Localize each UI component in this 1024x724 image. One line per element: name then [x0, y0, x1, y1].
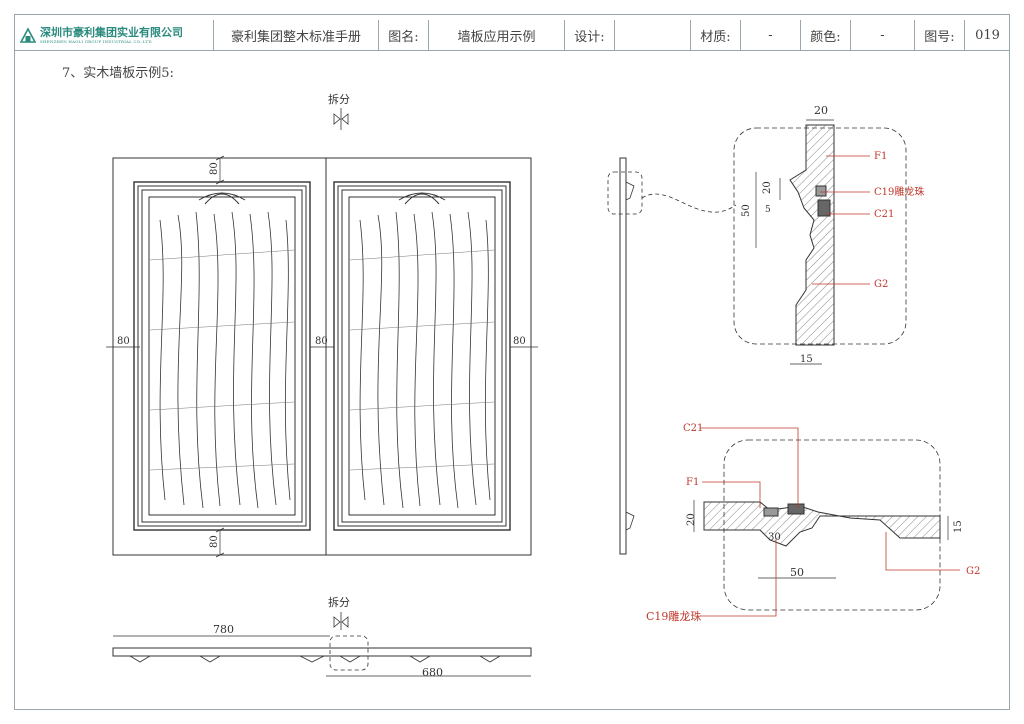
detail-v-dim-50: 50: [741, 204, 752, 217]
side-detail-callout: [607, 171, 643, 215]
split-marker-top: [333, 113, 349, 125]
dim-width-680: 680: [422, 666, 443, 679]
drawing-name-label: 图名:: [379, 20, 429, 50]
detail-vertical-leaders: [812, 155, 870, 285]
dim-top-80: 80: [209, 162, 220, 175]
detail-h-dim-15: 15: [953, 520, 964, 533]
wall-panel-outline: [112, 157, 532, 556]
detail-h-label-c21: C21: [683, 423, 703, 434]
wood-grain-left: [159, 211, 291, 509]
detail-horizontal-leaders: [700, 427, 960, 617]
company-name-en: SHENZHEN HAOLI GROUP INDUSTRIAL CO.,LTD: [40, 38, 152, 44]
dim-right-80: 80: [513, 336, 526, 347]
dim-left-80: 80: [117, 336, 130, 347]
detail-v-dim-20-top: 20: [814, 104, 828, 117]
detail-v-dim-5: 5: [765, 205, 771, 215]
drawing-sheet-border: [14, 14, 1010, 710]
section-subtitle: 7、实木墙板示例5:: [62, 66, 174, 81]
color-value: -: [851, 20, 915, 50]
company-name: 深圳市豪利集团实业有限公司: [40, 25, 183, 39]
detail-v-dim-15: 15: [800, 354, 813, 365]
detail-h-label-g2: G2: [966, 566, 980, 577]
number-label: 图号:: [915, 20, 965, 50]
detail-h-dim-50: 50: [790, 566, 804, 579]
carved-ornament-right: [404, 193, 440, 205]
plan-view: [112, 612, 532, 677]
side-section: [607, 157, 737, 555]
manual-title: 豪利集团整木标准手册: [214, 20, 379, 50]
dim-middle-80: 80: [315, 336, 328, 347]
detail-h-dim-30: 30: [768, 532, 781, 543]
title-block: 深圳市豪利集团实业有限公司 SHENZHEN HAOLI GROUP INDUS…: [14, 20, 1010, 50]
left-panel: [133, 181, 311, 531]
detail-h-dim-20: 20: [686, 513, 697, 526]
plan-detail-callout: [329, 635, 369, 671]
design-value: [615, 20, 691, 50]
split-label-bottom: 拆分: [328, 595, 350, 609]
detail-h-label-c19: C19雕龙珠: [646, 609, 701, 623]
detail-v-label-c21: C21: [874, 209, 894, 220]
number-value: 019: [975, 27, 1000, 43]
company-logo-icon: [20, 27, 36, 43]
split-marker-bottom: [333, 616, 349, 628]
right-panel: [333, 181, 511, 531]
carved-ornament-left: [204, 193, 240, 205]
detail-v-label-g2: G2: [874, 279, 888, 290]
company-logo-cell: 深圳市豪利集团实业有限公司 SHENZHEN HAOLI GROUP INDUS…: [14, 20, 214, 50]
dim-bottom-80: 80: [209, 535, 220, 548]
detail-v-dim-20-side: 20: [762, 181, 773, 194]
detail-vertical: [733, 119, 907, 365]
title-block-divider: [14, 50, 1010, 51]
drawing-name-value: 墙板应用示例: [429, 20, 565, 50]
detail-h-label-f1: F1: [686, 477, 699, 488]
material-label: 材质:: [691, 20, 741, 50]
color-label: 颜色:: [801, 20, 851, 50]
front-elevation: [106, 108, 538, 558]
detail-v-label-f1: F1: [874, 151, 887, 162]
detail-v-label-c19: C19雕龙珠: [874, 185, 924, 198]
wood-grain-right: [359, 211, 491, 509]
dim-width-780: 780: [213, 623, 234, 636]
split-label-top: 拆分: [328, 92, 350, 106]
material-value: -: [741, 20, 801, 50]
design-label: 设计:: [565, 20, 615, 50]
detail-horizontal: [693, 439, 949, 611]
